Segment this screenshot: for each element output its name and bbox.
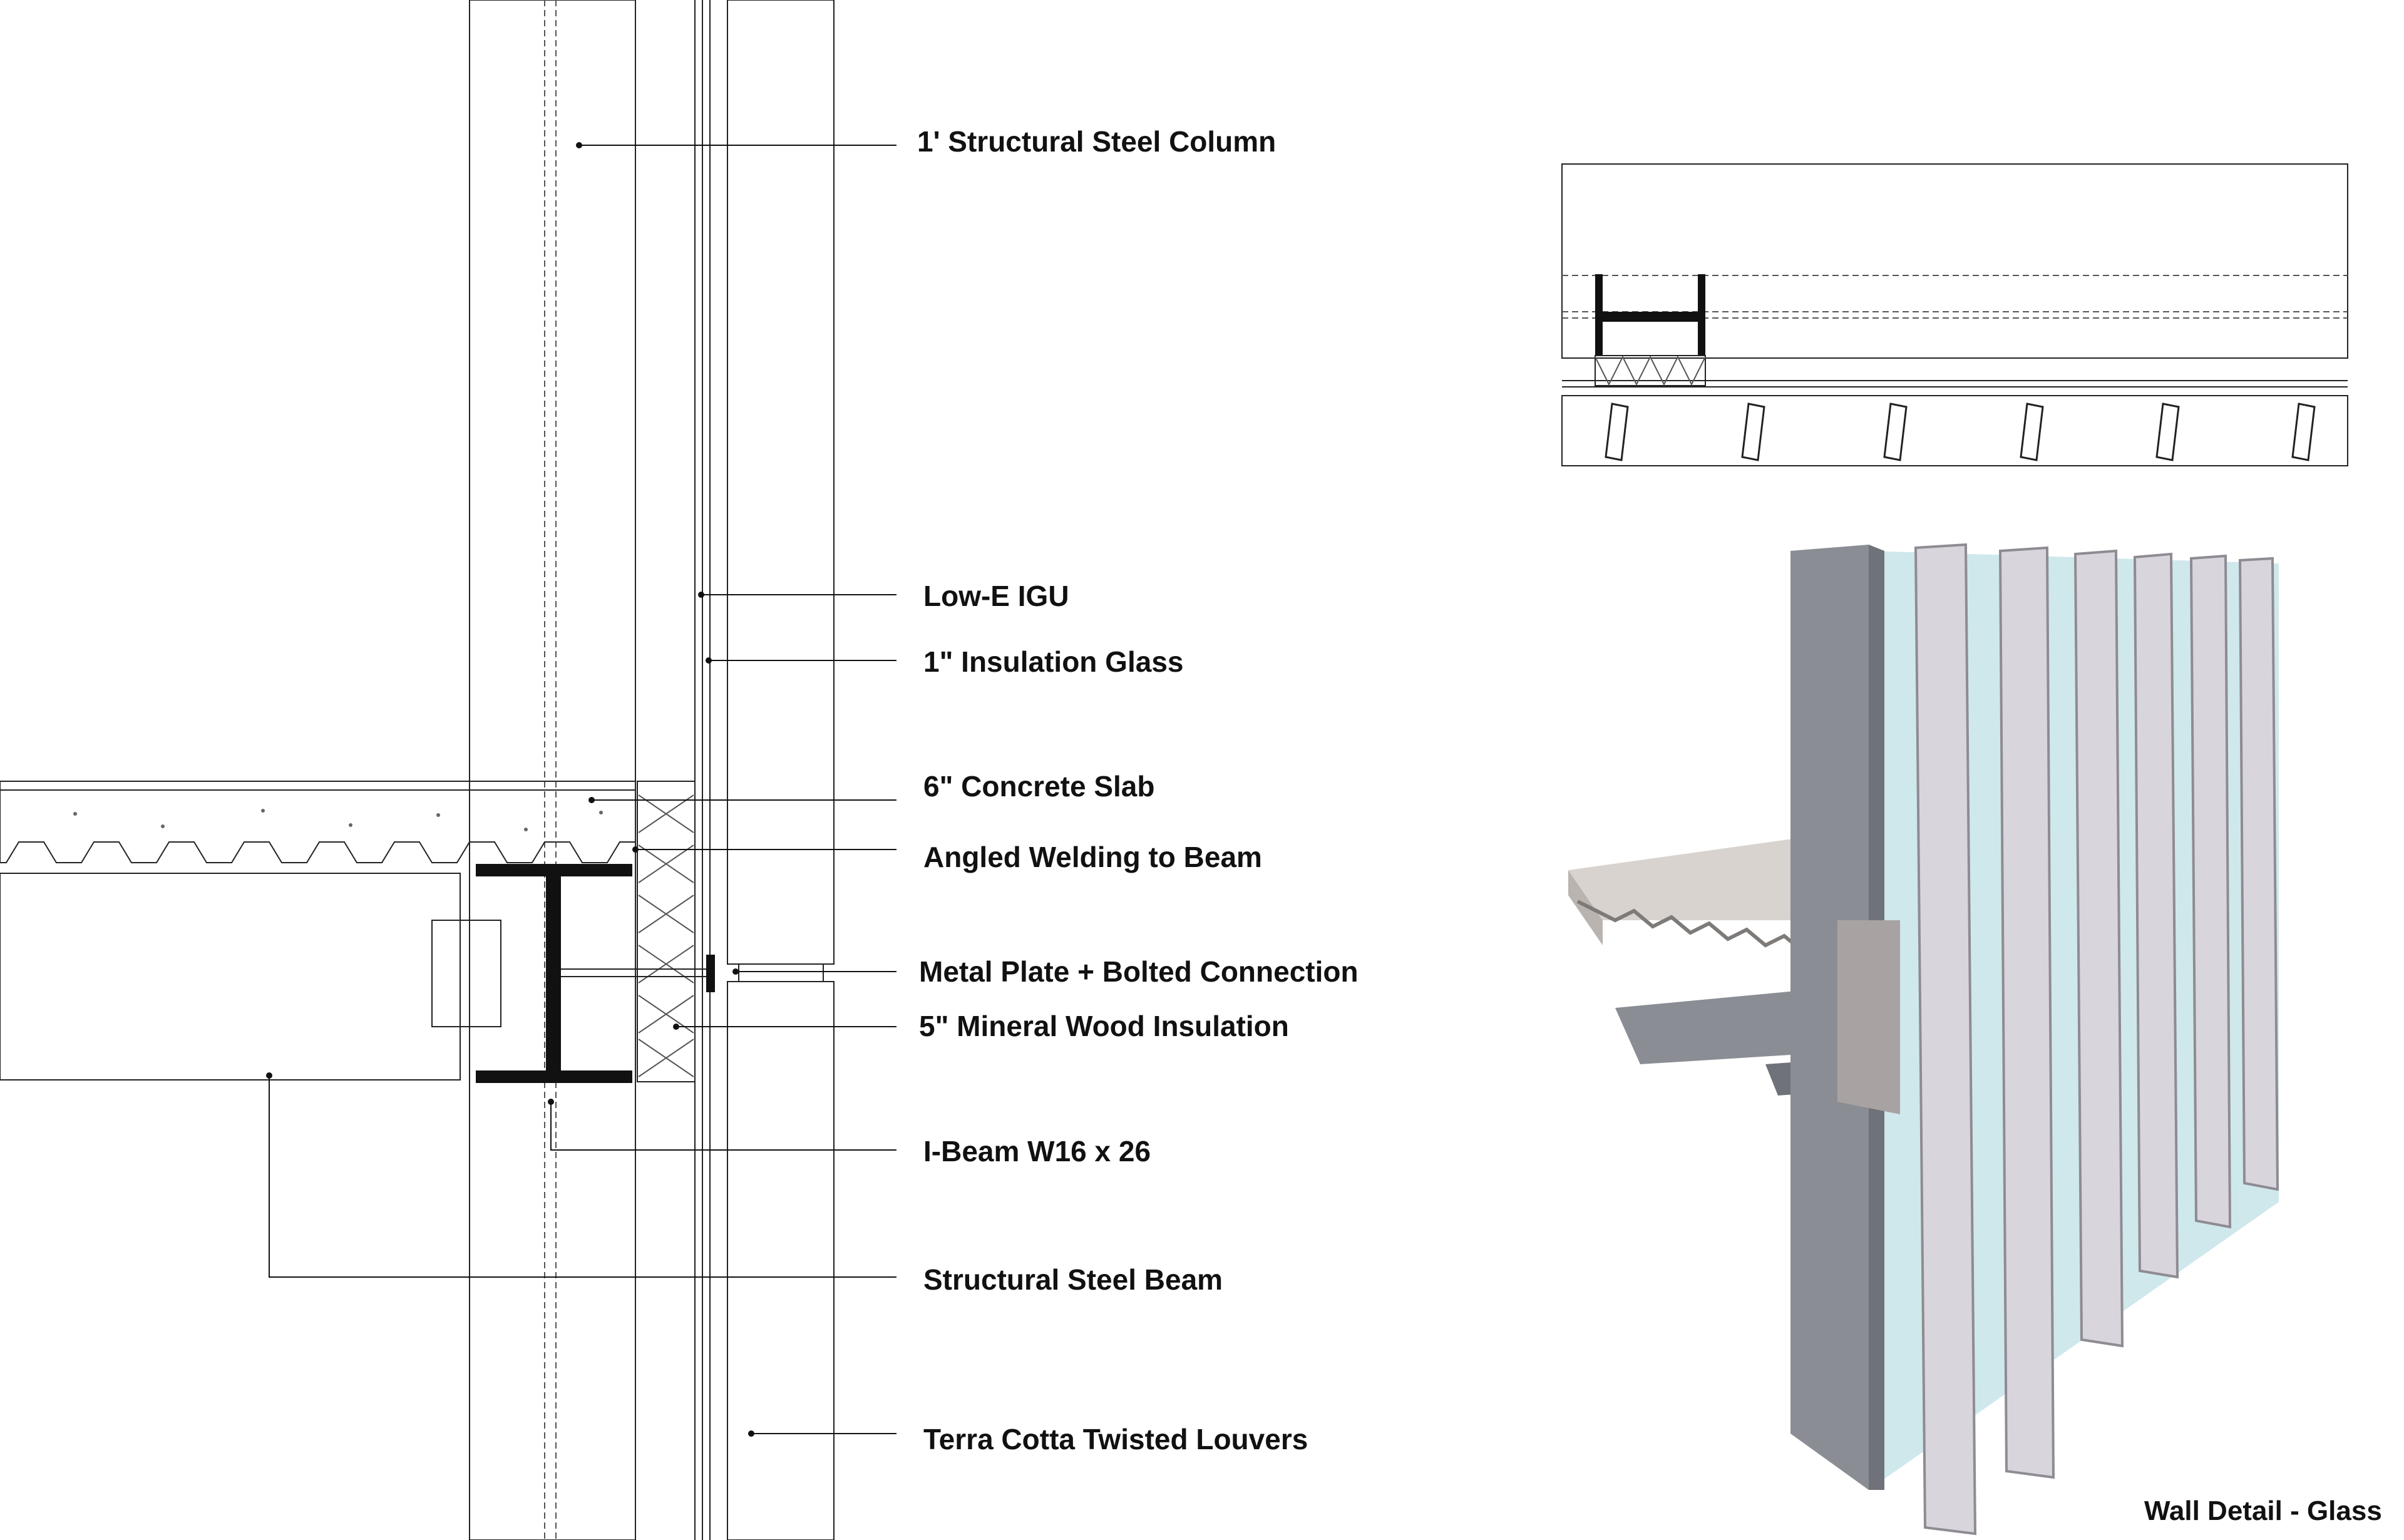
plan-louver-row xyxy=(1605,403,2316,461)
label-angled-welding: Angled Welding to Beam xyxy=(923,841,1262,873)
label-steel-beam: Structural Steel Beam xyxy=(923,1263,1223,1296)
label-bolted-connection: Metal Plate + Bolted Connection xyxy=(919,955,1359,988)
louvers-3d xyxy=(1914,543,2279,1536)
bolted-connection xyxy=(561,955,715,992)
wall-section-drawing: 1' Structural Steel Column Low-E IGU 1" … xyxy=(0,0,1359,1540)
plan-detail-drawing xyxy=(1561,163,2348,466)
label-structural-column: 1' Structural Steel Column xyxy=(917,125,1276,158)
label-i-beam: I-Beam W16 x 26 xyxy=(923,1135,1151,1168)
structural-steel-column xyxy=(469,0,636,1540)
mineral-insulation xyxy=(637,781,696,1082)
drawing-caption: Wall Detail - Glass xyxy=(2144,1496,2382,1526)
axonometric-render xyxy=(1568,543,2279,1536)
concrete-slab xyxy=(0,781,636,863)
label-concrete-slab: 6" Concrete Slab xyxy=(923,770,1154,803)
leader-lines xyxy=(266,142,896,1437)
plan-column-section xyxy=(1595,274,1705,356)
label-mineral-insulation: 5" Mineral Wood Insulation xyxy=(919,1010,1289,1042)
label-low-e-igu: Low-E IGU xyxy=(923,580,1069,612)
i-beam xyxy=(476,864,632,1083)
label-insulation-glass: 1" Insulation Glass xyxy=(923,645,1183,678)
glass-layer xyxy=(694,0,711,1540)
label-terra-cotta-louvers: Terra Cotta Twisted Louvers xyxy=(923,1423,1308,1455)
structural-steel-beam xyxy=(0,873,501,1081)
terra-cotta-louvers xyxy=(727,0,835,1540)
